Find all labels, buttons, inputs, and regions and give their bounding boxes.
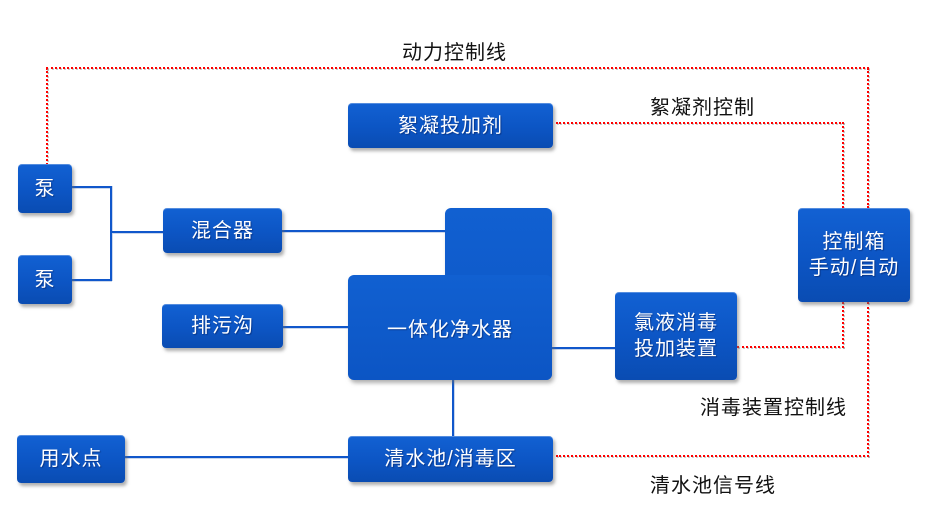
clear-tank-signal-line-vertical	[867, 302, 869, 457]
connector-purifier-to-chlorine	[552, 347, 615, 349]
connector-junction-to-mixer	[112, 231, 163, 233]
connector-pump-junction-vertical	[110, 186, 112, 281]
disinfection-control-line-vertical	[842, 302, 844, 348]
connector-purifier-to-tank	[452, 380, 454, 436]
connector-mixer-to-purifier	[282, 230, 445, 232]
flocculant-control-line-vertical	[842, 122, 844, 208]
flocculant-doser-box: 絮凝投加剂	[348, 103, 553, 148]
pump-top-label: 泵	[34, 177, 56, 200]
power-control-line-left-vertical	[46, 68, 48, 165]
pump-bottom-box: 泵	[18, 255, 72, 304]
integrated-purifier-box: 一体化净水器	[348, 208, 552, 380]
control-box: 控制箱 手动/自动	[798, 208, 910, 302]
control-box-label-line2: 手动/自动	[808, 257, 900, 279]
disinfection-control-line-label: 消毒装置控制线	[700, 397, 847, 419]
chlorine-doser-label-line2: 投加装置	[634, 338, 718, 360]
water-use-point-label: 用水点	[39, 448, 103, 470]
connector-waterpoint-to-tank	[125, 456, 348, 458]
connector-pump-bottom-to-junction	[72, 279, 112, 281]
pump-top-box: 泵	[18, 164, 72, 213]
chlorine-doser-label-line1: 氯液消毒	[634, 312, 718, 334]
clear-water-tank-label: 清水池/消毒区	[384, 448, 517, 470]
mixer-label: 混合器	[191, 219, 254, 242]
pump-bottom-label: 泵	[34, 268, 56, 291]
mixer-box: 混合器	[163, 208, 282, 253]
clear-tank-signal-line-horizontal	[556, 455, 869, 457]
integrated-purifier-label: 一体化净水器	[387, 319, 513, 341]
power-control-line-top-horizontal	[46, 67, 869, 69]
control-box-label-line1: 控制箱	[822, 231, 886, 253]
chlorine-doser-box: 氯液消毒 投加装置	[615, 292, 737, 380]
sewage-ditch-box: 排污沟	[162, 304, 283, 348]
connector-pump-top-to-junction	[72, 186, 112, 188]
clear-tank-signal-line-label: 清水池信号线	[650, 475, 776, 497]
disinfection-control-line-horizontal	[737, 346, 844, 348]
water-use-point-box: 用水点	[17, 435, 125, 483]
connector-sewage-to-purifier	[283, 326, 348, 328]
power-control-line-label: 动力控制线	[402, 42, 507, 64]
clear-water-tank-box: 清水池/消毒区	[348, 436, 553, 482]
power-control-line-right-vertical	[867, 68, 869, 208]
flocculant-doser-label: 絮凝投加剂	[398, 114, 503, 137]
flocculant-control-line-horizontal	[556, 122, 844, 124]
sewage-ditch-label: 排污沟	[191, 315, 254, 337]
integrated-purifier-shape-bottom	[348, 275, 552, 380]
flocculant-control-line-label: 絮凝剂控制	[650, 97, 755, 119]
